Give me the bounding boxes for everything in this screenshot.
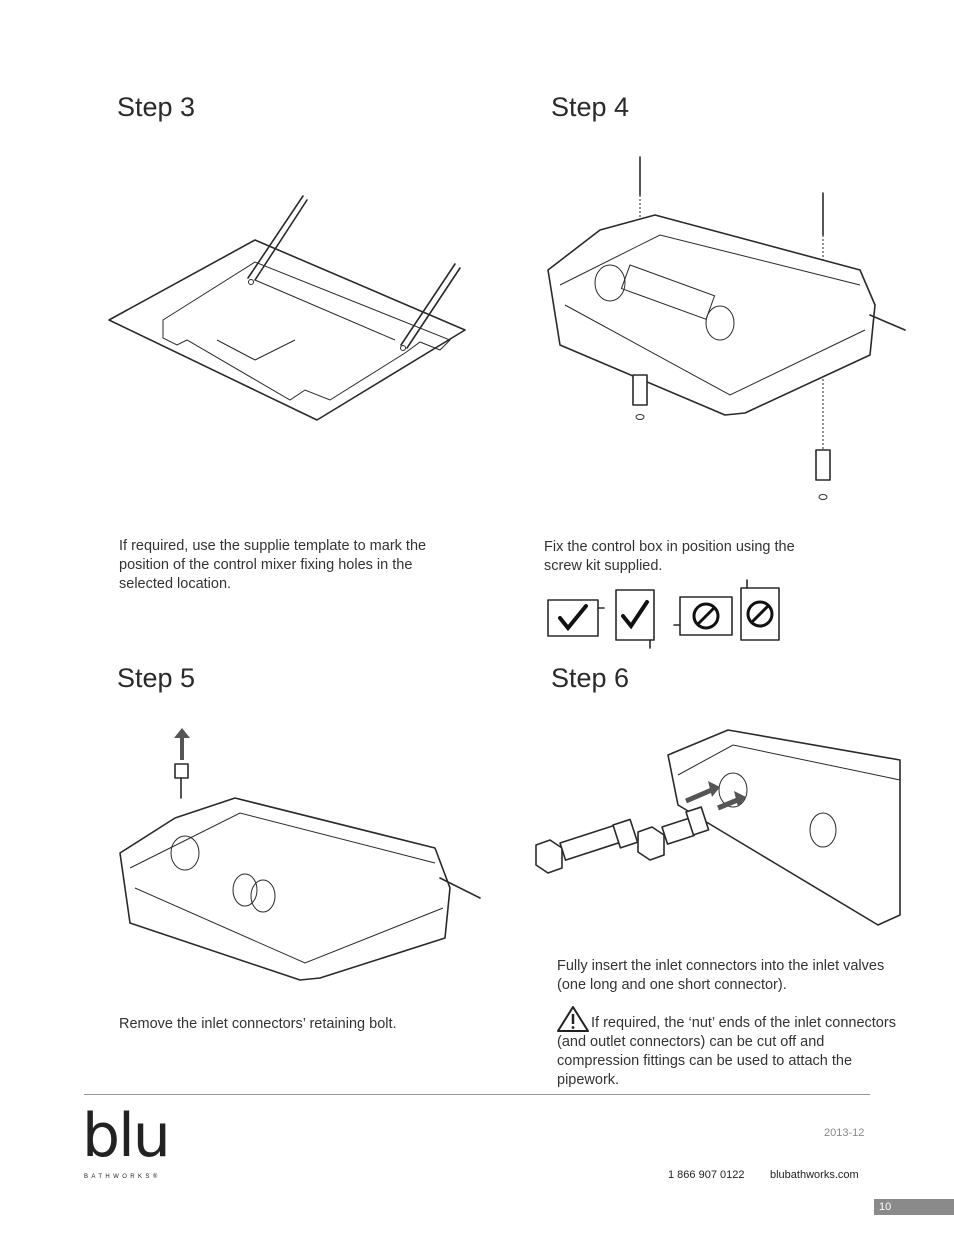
phone-number: 1 866 907 0122: [668, 1169, 745, 1181]
orientation-incorrect-vertical: [740, 579, 780, 641]
step-6-text: Fully insert the inlet connectors into t…: [557, 958, 885, 993]
step-6-warning: If required, the ‘nut’ ends of the inlet…: [557, 1006, 897, 1090]
step-5-title: Step 5: [117, 663, 196, 693]
footer-divider: [84, 1094, 870, 1095]
blu-logo: blu: [82, 1101, 171, 1171]
step-3-text: If required, use the supplie template to…: [119, 538, 427, 592]
checkmark-icon: [558, 604, 588, 632]
step-6-title: Step 6: [551, 663, 630, 693]
warning-text: If required, the ‘nut’ ends of the inlet…: [557, 1015, 896, 1088]
blu-logo-subtitle: BATHWORKS®: [84, 1174, 161, 1180]
retaining-bolt-removal-illustration: [119, 728, 481, 981]
step-4-text: Fix the control box in position using th…: [544, 539, 795, 574]
warning-triangle-icon: [557, 1006, 589, 1032]
prohibited-icon: [746, 600, 774, 628]
orientation-correct-vertical: [615, 589, 655, 649]
step-3-title: Step 3: [117, 92, 196, 122]
control-box-mounting-illustration: [547, 156, 906, 500]
document-date: 2013-12: [824, 1127, 865, 1139]
page-number: 10: [874, 1199, 954, 1215]
prohibited-icon: [692, 602, 720, 630]
step-4-title: Step 4: [551, 92, 630, 122]
step-5-text: Remove the inlet connectors’ retaining b…: [119, 1016, 397, 1032]
orientation-incorrect-horizontal: [673, 596, 733, 636]
template-marking-illustration: [108, 195, 466, 421]
orientation-correct-horizontal: [547, 599, 605, 637]
inlet-connector-insertion-illustration: [535, 729, 901, 926]
website-link[interactable]: blubathworks.com: [770, 1169, 859, 1181]
checkmark-icon: [621, 600, 649, 630]
